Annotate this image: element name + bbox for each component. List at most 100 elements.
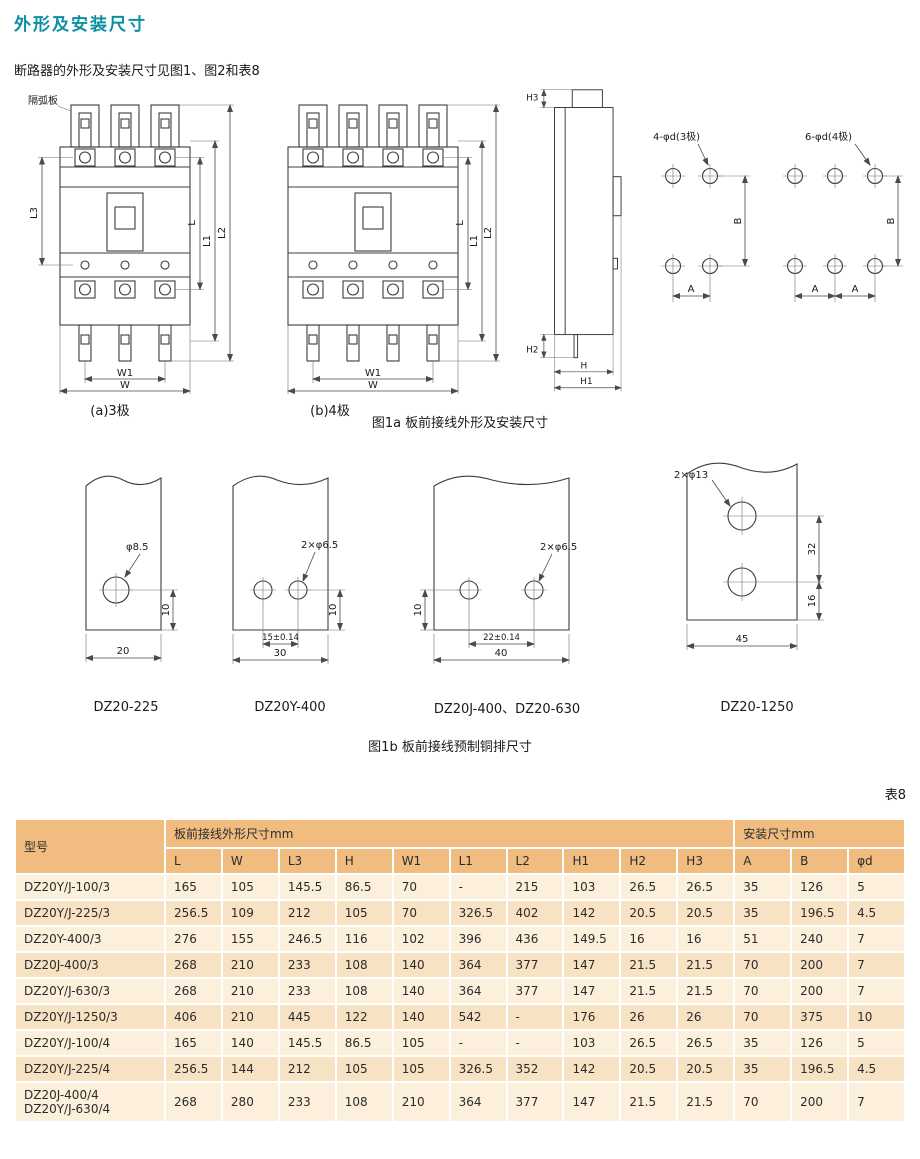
dim-32-label: 32 [807, 543, 818, 556]
table-cell: 377 [505, 951, 565, 979]
table-cell: 200 [790, 1081, 850, 1123]
dim-h3-label: H3 [526, 93, 538, 103]
column-header: W1 [391, 847, 451, 875]
table-cell: 210 [391, 1081, 451, 1123]
table-cell: 7 [847, 925, 906, 953]
dim-w1-label: W1 [365, 368, 381, 379]
table-cell: 364 [448, 951, 508, 979]
table-cell: 140 [391, 977, 451, 1005]
dim-h1-label: H1 [580, 377, 592, 387]
dimension-lines: L L1 L2 W1 W [287, 104, 500, 394]
table-cell: 102 [391, 925, 451, 953]
column-header: H [334, 847, 394, 875]
dim-w1-label: W1 [117, 368, 133, 379]
fig1a-holes-4pole: 6-φd(4极) B A A [783, 130, 903, 302]
part-name-dz20y-400: DZ20Y-400 [254, 700, 326, 715]
model-cell: DZ20Y-400/3 [14, 925, 166, 953]
dim-l2-label: L2 [483, 227, 494, 239]
table-cell: 35 [733, 899, 793, 927]
table-cell: 4.5 [847, 899, 906, 927]
spec-table: 型号 板前接线外形尺寸mm 安装尺寸mm L W L3 H W1 L1 L2 H… [14, 818, 906, 1123]
table-cell: 103 [562, 873, 622, 901]
table-cell: 268 [164, 951, 223, 979]
table-cell: 35 [733, 1029, 793, 1057]
dim-l-label: L [187, 220, 198, 226]
table-cell: 142 [562, 1055, 622, 1083]
table-cell: 105 [391, 1055, 451, 1083]
dimension-lines: 10 20 [85, 589, 178, 662]
dim-a-label: A [812, 284, 819, 295]
table-cell: 20.5 [676, 1055, 736, 1083]
column-group-mounting: 安装尺寸mm [733, 818, 906, 849]
busbar-outline [232, 475, 329, 631]
table-cell: 364 [448, 977, 508, 1005]
model-cell: DZ20Y/J-225/3 [14, 899, 166, 927]
table-cell: 268 [164, 977, 223, 1005]
hole-pattern [783, 164, 887, 278]
dim-45-label: 45 [736, 634, 749, 645]
table-cell: 210 [220, 1003, 280, 1031]
table-cell: 105 [334, 1055, 394, 1083]
table-cell: 210 [220, 977, 280, 1005]
hole-size-label: 2×φ13 [674, 470, 708, 481]
table-cell: 268 [164, 1081, 223, 1123]
table-cell: 165 [164, 873, 223, 901]
column-header: L3 [277, 847, 337, 875]
table-cell: 21.5 [676, 951, 736, 979]
hole-pattern [661, 164, 722, 278]
model-cell: DZ20J-400/3 [14, 951, 166, 979]
fig1b-dz20-1250: 2×φ13 32 16 45 [674, 462, 824, 650]
fig1a-caption: 图1a 板前接线外形及安装尺寸 [371, 416, 549, 431]
arc-plate-callout: 隔弧板 [28, 94, 72, 112]
table-cell: 215 [505, 873, 565, 901]
dim-a-label: A [688, 284, 695, 295]
dim-w-label: W [120, 380, 130, 391]
table-cell: 21.5 [676, 1081, 736, 1123]
model-cell: DZ20Y/J-1250/3 [14, 1003, 166, 1031]
busbar-outline [686, 462, 798, 621]
table8-tag: 表8 [884, 788, 906, 803]
table-cell: 116 [334, 925, 394, 953]
table-cell: 240 [790, 925, 850, 953]
dimension-lines: 32 16 45 [686, 515, 824, 650]
dimension-lines: B A [672, 175, 750, 302]
model-cell: DZ20Y/J-100/3 [14, 873, 166, 901]
model-cell: DZ20Y/J-225/4 [14, 1055, 166, 1083]
table-cell: 233 [277, 951, 337, 979]
table-cell: 5 [847, 873, 906, 901]
dim-l3-label: L3 [29, 207, 40, 219]
table-cell: 86.5 [334, 873, 394, 901]
dimension-lines: 10 22±0.14 40 [413, 589, 570, 664]
table-cell: 109 [220, 899, 280, 927]
column-header: L1 [448, 847, 508, 875]
dimension-lines: B A A [794, 175, 903, 302]
table-cell: 26.5 [619, 1029, 679, 1057]
table-cell: 210 [220, 951, 280, 979]
table-cell: 21.5 [619, 977, 679, 1005]
table-cell: 122 [334, 1003, 394, 1031]
table-cell: 20.5 [619, 1055, 679, 1083]
column-header: H1 [562, 847, 622, 875]
table-cell: 144 [220, 1055, 280, 1083]
table-cell: 326.5 [448, 1055, 508, 1083]
table-cell: 10 [847, 1003, 906, 1031]
table-cell: 70 [391, 899, 451, 927]
dim-40-label: 40 [495, 648, 508, 659]
holes-3pole-label: 4-φd(3极) [653, 130, 700, 143]
dim-l2-label: L2 [217, 227, 228, 239]
fig1b-dz20y-400: 2×φ6.5 10 15±0.14 30 [232, 475, 345, 664]
fig1a-side-view: H3 H2 H H1 [526, 88, 622, 392]
hole-size-label: 2×φ6.5 [540, 542, 577, 553]
table-cell: 20.5 [619, 899, 679, 927]
table-cell: 20.5 [676, 899, 736, 927]
part-name-dz20-225: DZ20-225 [93, 700, 159, 715]
table-cell: 70 [391, 873, 451, 901]
hole-size-label: φ8.5 [126, 542, 149, 553]
table-cell: 86.5 [334, 1029, 394, 1057]
